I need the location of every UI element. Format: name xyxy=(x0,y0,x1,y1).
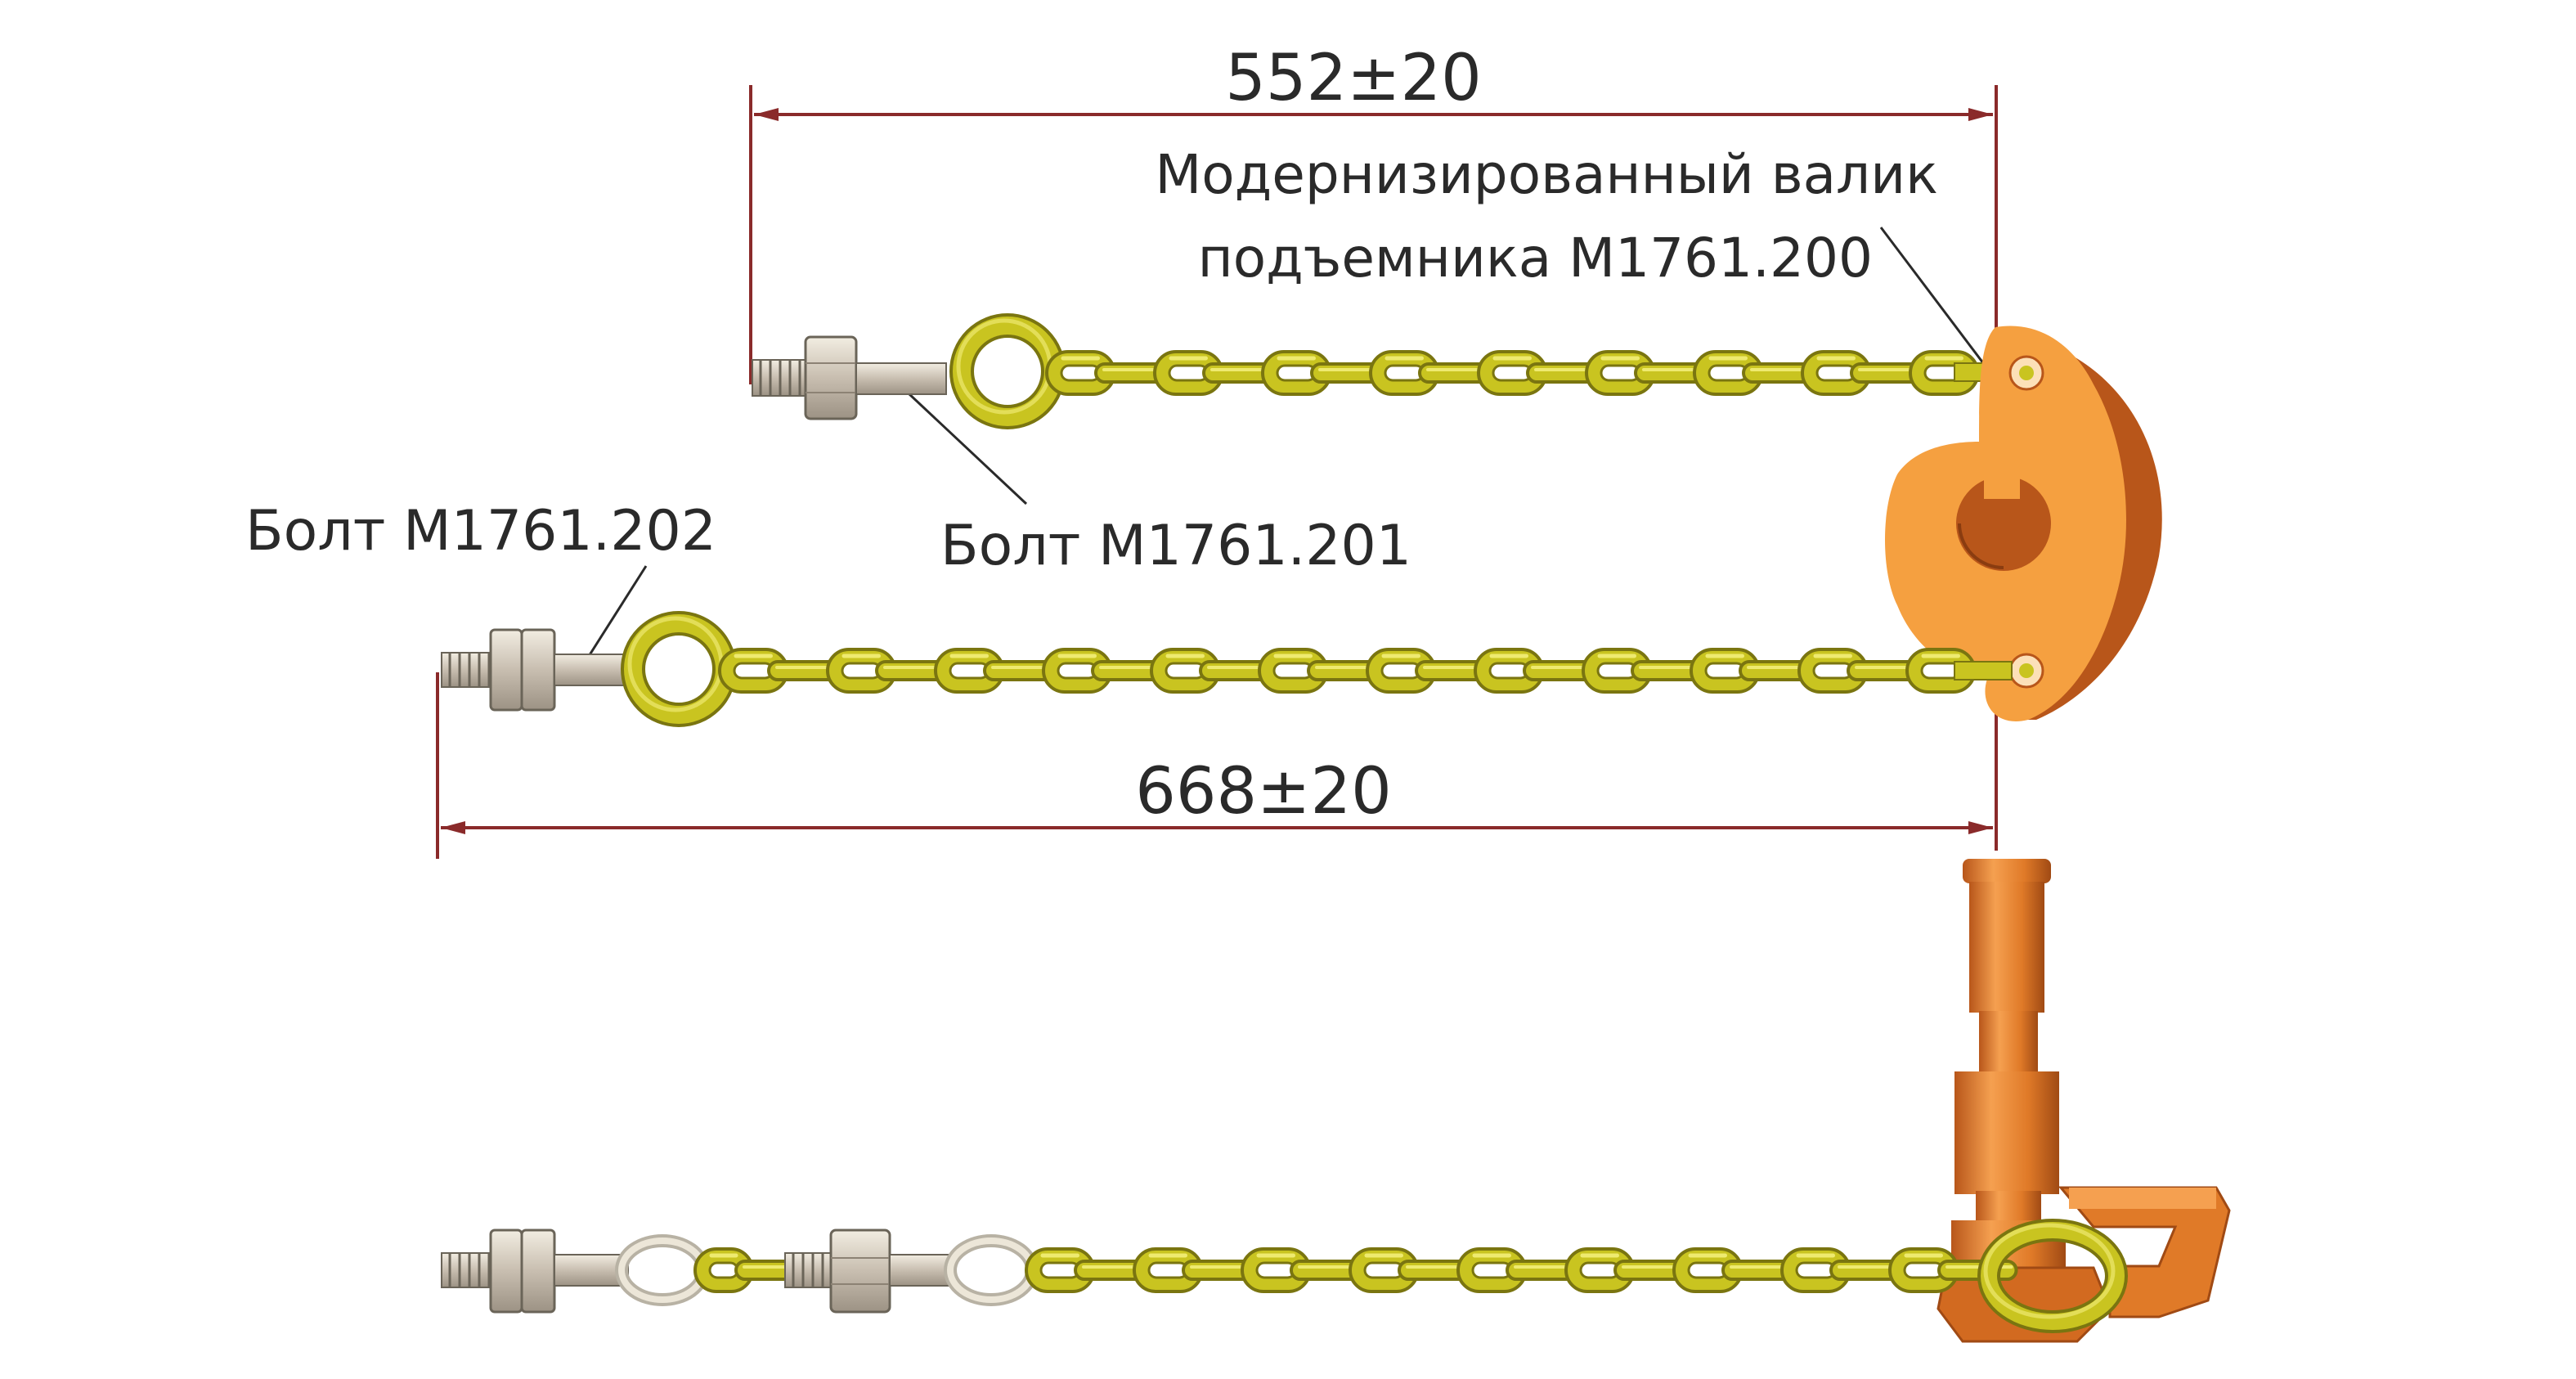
top-bolt-shank xyxy=(855,362,947,395)
top-chain xyxy=(1045,350,1980,396)
roller-label-line-2: подъемника М1761.200 xyxy=(1198,227,1873,290)
top-chain-assembly xyxy=(752,313,2013,429)
mid-hex-nut-2 xyxy=(520,628,556,712)
dimension-label-top: 552±20 xyxy=(1225,42,1482,115)
chain-link xyxy=(1456,1247,1528,1293)
bottom-hex-nut-1 xyxy=(489,1229,523,1314)
lifter-roller-bracket xyxy=(1885,326,2162,721)
bottom-chain-long xyxy=(1025,1247,2018,1293)
middle-chain xyxy=(718,648,1977,694)
bottom-hex-nut-2 xyxy=(520,1229,556,1314)
chain-link xyxy=(934,648,1005,694)
shaft-upper xyxy=(1969,882,2044,1013)
dimension-top: 552±20 xyxy=(749,42,1998,384)
bolt-202-leader-line xyxy=(579,565,648,670)
bolt-202-label: Болт М1761.202 xyxy=(245,499,716,564)
bottom-stud-thread xyxy=(448,1253,491,1287)
roller-label-line-1: Модернизированный валик xyxy=(1155,143,1938,206)
chain-link xyxy=(1258,648,1329,694)
shaft-top-cap xyxy=(1963,859,2051,883)
mid-hex-nut-1 xyxy=(489,628,523,712)
bottom-mid-stud xyxy=(784,1252,832,1288)
mid-stud-thread xyxy=(448,653,491,687)
bottom-chain-assembly xyxy=(441,1219,2128,1333)
chain-link xyxy=(1045,350,1116,396)
chain-link xyxy=(826,648,897,694)
top-hex-nut xyxy=(804,335,858,420)
shaft-lower xyxy=(1954,1071,2059,1194)
bolt-201-label: Болт М1761.201 xyxy=(940,514,1411,578)
chain-link xyxy=(1369,350,1440,396)
dimension-label-middle: 668±20 xyxy=(1135,755,1392,829)
chain-link xyxy=(1801,350,1872,396)
chain-link xyxy=(1133,1247,1204,1293)
shaft-hook-plate xyxy=(2058,1186,2231,1318)
middle-chain-assembly xyxy=(441,611,2013,727)
roller-callout: Модернизированный валик подъемника М1761… xyxy=(1155,143,2044,442)
chain-link xyxy=(1261,350,1332,396)
bracket-keyed-hole xyxy=(1956,476,2051,571)
bolt-201-callout: Болт М1761.201 xyxy=(888,374,1411,578)
chain-link xyxy=(1241,1247,1312,1293)
shaft-neck xyxy=(1976,1191,2041,1224)
chain-link xyxy=(1153,350,1224,396)
top-stud-thread xyxy=(759,360,801,396)
chain-link xyxy=(1690,648,1761,694)
chain-link xyxy=(1905,648,1977,694)
bottom-chain-short xyxy=(693,1247,805,1293)
chain-link xyxy=(1672,1247,1744,1293)
bottom-mid-hex-nut xyxy=(829,1229,891,1314)
chain-link xyxy=(1366,648,1437,694)
chain-link xyxy=(693,1247,754,1293)
bolt-201-leader-line xyxy=(894,380,1028,505)
shaft-middle xyxy=(1979,1011,2038,1076)
chain-link xyxy=(1042,648,1113,694)
